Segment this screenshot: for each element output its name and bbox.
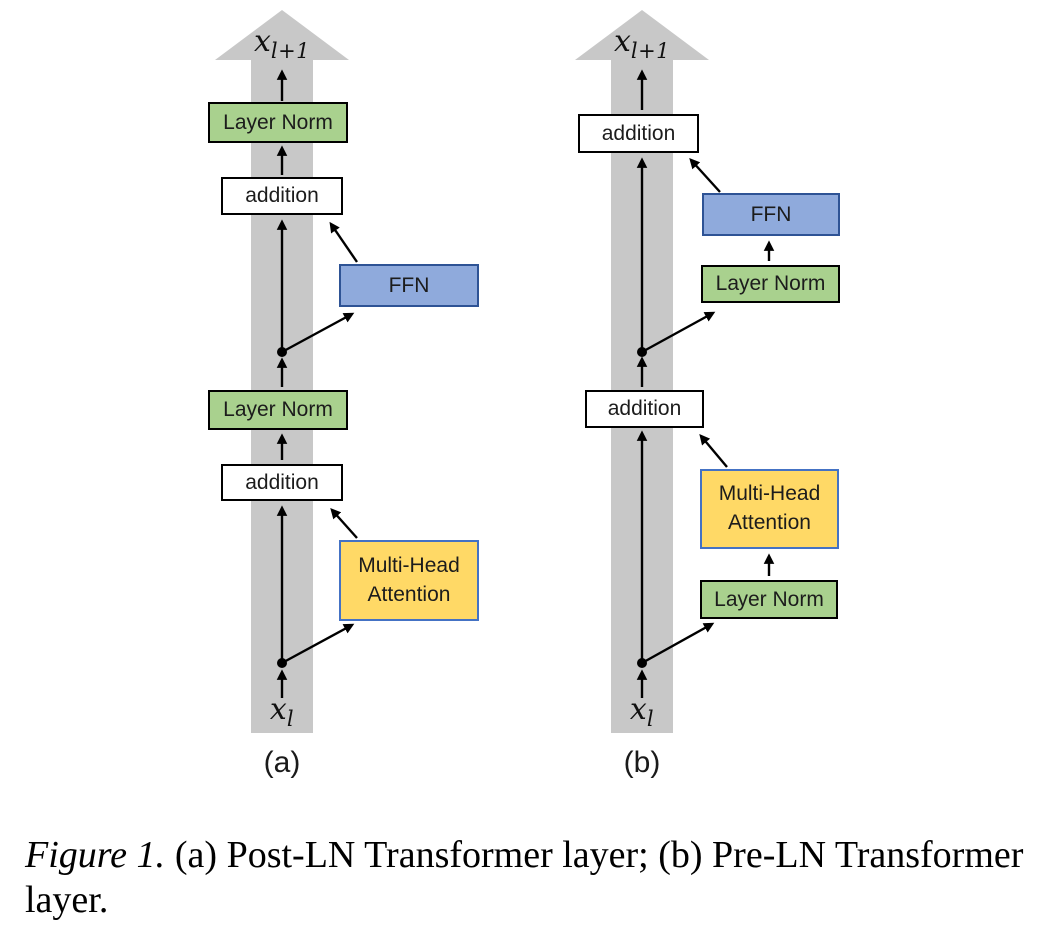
node-a-addition-top: addition [221,177,343,215]
arrow-b-dot2-to-ln-lower [641,622,715,665]
arrow-a-ffn-to-add-top [329,221,358,263]
output-label-b: xl+1 [614,24,670,63]
node-b-layer-norm-upper: Layer Norm [701,265,840,303]
panel-label-a: (a) [263,746,301,779]
branch-dot-b-lower [637,658,647,668]
arrow-a-dot1-to-ffn [281,312,355,354]
node-b-multi-head-attention: Multi-Head Attention [700,469,839,549]
flow-arrows-a [276,69,358,698]
node-a-layer-norm-mid: Layer Norm [208,390,348,430]
node-b-addition-top: addition [578,114,699,153]
arrow-b-attention-to-add-mid [699,433,728,468]
panel-label-b: (b) [623,746,661,779]
figure-caption: Figure 1.(a) Post-LN Transformer layer; … [25,833,1023,923]
node-a-addition-mid: addition [221,464,343,501]
diagram-wires [215,10,775,733]
arrow-b-ffn-to-add-top [689,158,721,193]
input-label-b-base: x [629,692,647,727]
output-label-a: xl+1 [254,24,310,63]
output-label-b-sub: l+1 [630,39,671,63]
arrow-b-dot1-to-ln-upper [641,311,716,354]
input-label-a-base: x [269,692,287,727]
arrow-a-dot2-to-attention [281,623,355,665]
arrow-a-attention-to-add-mid [330,508,358,539]
output-label-b-base: x [613,24,631,59]
input-label-b: xl [630,692,654,731]
output-label-a-sub: l+1 [270,39,311,63]
node-a-ffn: FFN [339,264,479,307]
node-b-ffn: FFN [702,193,840,236]
node-b-layer-norm-lower: Layer Norm [700,580,838,619]
input-label-a: xl [270,692,294,731]
caption-line-1: Figure 1.(a) Post-LN Transformer layer; … [25,833,1023,878]
branch-dot-b-upper [637,347,647,357]
node-b-addition-mid: addition [585,390,704,428]
node-a-layer-norm-top: Layer Norm [208,102,348,143]
branch-dot-a-upper [277,347,287,357]
caption-line-2: layer. [25,879,109,921]
caption-text-line1: (a) Post-LN Transformer layer; (b) Pre-L… [174,834,1024,876]
input-label-b-sub: l [646,707,655,731]
node-a-multi-head-attention: Multi-Head Attention [339,540,479,621]
branch-dot-a-lower [277,658,287,668]
output-label-a-base: x [253,24,271,59]
input-label-a-sub: l [286,707,295,731]
flow-arrows-b [636,69,775,698]
caption-figure-tag: Figure 1. [25,834,166,876]
